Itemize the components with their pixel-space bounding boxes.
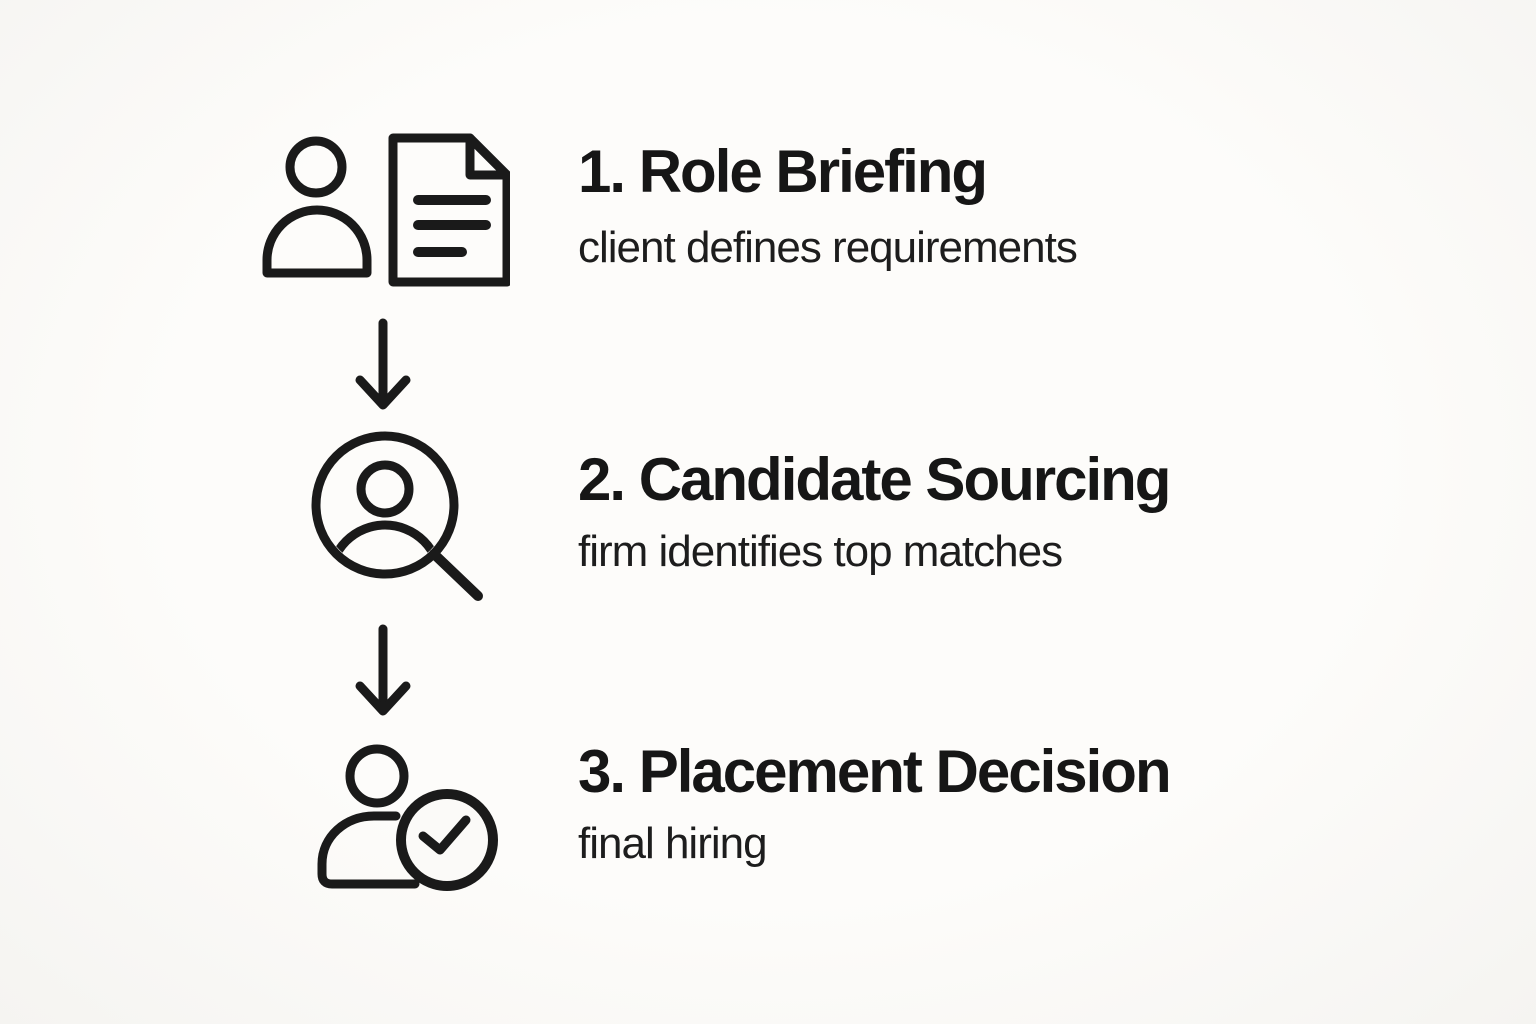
step-subtitle: client defines requirements [578,223,1078,272]
down-arrow-icon [352,624,414,718]
person-search-icon [308,428,488,608]
step-subtitle: final hiring [578,819,768,868]
step-title: 1. Role Briefing [578,138,988,205]
step-title: 2. Candidate Sourcing [578,446,1171,513]
step-title: 3. Placement Decision [578,738,1172,805]
step-subtitle: firm identifies top matches [578,527,1063,576]
client-document-icon [258,130,510,288]
person-check-icon [312,738,504,893]
down-arrow-icon [352,318,414,412]
